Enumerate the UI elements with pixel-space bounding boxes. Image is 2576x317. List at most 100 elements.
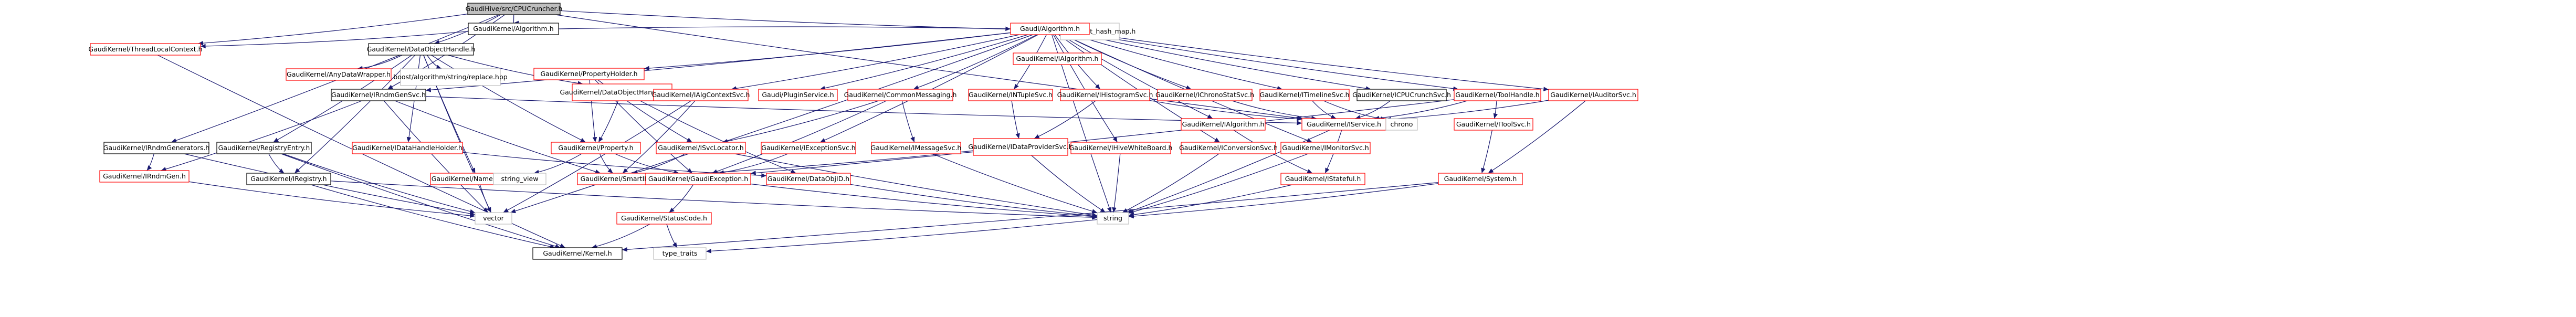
node-statuscode[interactable]: GaudiKernel/StatusCode.h bbox=[616, 212, 712, 225]
node-label-registryentry: GaudiKernel/RegistryEntry.h bbox=[218, 144, 310, 152]
edge-algorithm-to-ialgorithm2 bbox=[1060, 34, 1213, 119]
edge-dataobjhandle-to-boostreplace bbox=[427, 55, 442, 69]
edge-itoolsvc-to-gsystem bbox=[1481, 130, 1492, 174]
node-iservice[interactable]: GaudiKernel/IService.h bbox=[1301, 118, 1386, 131]
node-imessagesvc[interactable]: GaudiKernel/IMessageSvc.h bbox=[871, 142, 962, 154]
node-itimelinesvc[interactable]: GaudiKernel/ITimelineSvc.h bbox=[1259, 89, 1350, 101]
node-boostreplace: boost/algorithm/string/replace.hpp bbox=[393, 68, 508, 86]
node-registryentry[interactable]: GaudiKernel/RegistryEntry.h bbox=[216, 142, 312, 154]
node-propertyholder[interactable]: GaudiKernel/PropertyHolder.h bbox=[533, 68, 645, 80]
node-anydatawrapper[interactable]: GaudiKernel/AnyDataWrapper.h bbox=[286, 68, 392, 81]
node-galgorithm[interactable]: GaudiKernel/Algorithm.h bbox=[468, 23, 559, 35]
node-box-string bbox=[1097, 212, 1129, 225]
node-algorithm[interactable]: Gaudi/Algorithm.h bbox=[1010, 23, 1090, 35]
edge-irndmgen-to-vector bbox=[188, 181, 476, 218]
edge-statuscode-to-kernel bbox=[591, 224, 650, 249]
edge-iauditorsvc-to-gsystem bbox=[1488, 100, 1586, 174]
node-pluginservice[interactable]: Gaudi/PluginService.h bbox=[758, 89, 838, 101]
node-label-propertyholder: GaudiKernel/PropertyHolder.h bbox=[540, 70, 637, 78]
node-itoolsvc[interactable]: GaudiKernel/IToolSvc.h bbox=[1454, 118, 1533, 131]
edge-algorithm-to-iauditorsvc bbox=[1089, 33, 1549, 91]
node-label-pluginservice: Gaudi/PluginService.h bbox=[762, 91, 834, 99]
node-ihistogramsvc[interactable]: GaudiKernel/IHistogramSvc.h bbox=[1057, 89, 1153, 101]
node-box-boostreplace bbox=[400, 68, 501, 86]
node-property[interactable]: GaudiKernel/Property.h bbox=[551, 142, 641, 154]
node-layer: GaudiHive/src/CPUCruncher.hGaudiKernel/A… bbox=[88, 3, 1638, 260]
node-label-string_view: string_view bbox=[501, 175, 539, 183]
node-ichronostatsvc[interactable]: GaudiKernel/IChronoStatSvc.h bbox=[1155, 89, 1254, 101]
node-toolhandle[interactable]: GaudiKernel/ToolHandle.h bbox=[1454, 89, 1541, 101]
node-kernel[interactable]: GaudiKernel/Kernel.h bbox=[532, 247, 623, 260]
node-ihivewhiteboard[interactable]: GaudiKernel/IHiveWhiteBoard.h bbox=[1069, 142, 1173, 154]
node-label-type_traits: type_traits bbox=[663, 249, 698, 257]
node-istateful[interactable]: GaudiKernel/IStateful.h bbox=[1280, 173, 1365, 185]
node-idataprovidersvc[interactable]: GaudiKernel/IDataProviderSvc.h bbox=[968, 138, 1073, 156]
node-gaudiexception[interactable]: GaudiKernel/GaudiException.h bbox=[645, 173, 751, 185]
node-icpucrunchsvc[interactable]: GaudiKernel/ICPUCrunchSvc.h bbox=[1352, 89, 1451, 101]
node-irndmgenerators[interactable]: GaudiKernel/IRndmGenerators.h bbox=[103, 142, 209, 154]
node-imonitorsvc[interactable]: GaudiKernel/IMonitorSvc.h bbox=[1280, 142, 1371, 154]
node-iconversionsvc[interactable]: GaudiKernel/IConversionSvc.h bbox=[1179, 142, 1278, 154]
edge-ialgcontextsvc-to-vector bbox=[503, 100, 691, 213]
edge-gaudiexception-to-string bbox=[750, 183, 1098, 219]
node-box-string_view bbox=[493, 173, 546, 185]
edge-algorithm-to-icpucrunchsvc bbox=[1080, 34, 1371, 91]
edge-irndmgensvc-to-vector bbox=[383, 100, 489, 213]
node-label-ihistogramsvc: GaudiKernel/IHistogramSvc.h bbox=[1057, 91, 1153, 99]
edge-algorithm-to-commonmessaging bbox=[913, 34, 1037, 90]
node-box-isvclocator bbox=[656, 142, 746, 154]
node-dataobjid[interactable]: GaudiKernel/DataObjID.h bbox=[766, 173, 851, 185]
node-gsystem[interactable]: GaudiKernel/System.h bbox=[1438, 173, 1523, 185]
node-label-idataprovidersvc: GaudiKernel/IDataProviderSvc.h bbox=[968, 143, 1073, 151]
node-label-imessagesvc: GaudiKernel/IMessageSvc.h bbox=[871, 144, 962, 152]
node-iauditorsvc[interactable]: GaudiKernel/IAuditorSvc.h bbox=[1548, 89, 1638, 101]
node-label-ialgorithm: GaudiKernel/IAlgorithm.h bbox=[1016, 55, 1099, 62]
node-label-iregistry: GaudiKernel/IRegistry.h bbox=[250, 175, 327, 183]
node-box-iregistry bbox=[246, 173, 331, 185]
node-box-istateful bbox=[1280, 173, 1365, 185]
node-idatahandleholder[interactable]: GaudiKernel/IDataHandleHolder.h bbox=[352, 142, 463, 154]
node-box-idataprovidersvc bbox=[973, 138, 1068, 156]
node-label-ihivewhiteboard: GaudiKernel/IHiveWhiteBoard.h bbox=[1069, 144, 1173, 152]
node-box-idatahandleholder bbox=[352, 142, 463, 154]
node-box-gaudiexception bbox=[645, 173, 751, 185]
node-root[interactable]: GaudiHive/src/CPUCruncher.h bbox=[466, 3, 563, 15]
edge-iconversionsvc-to-string bbox=[1122, 153, 1219, 213]
node-box-property bbox=[551, 142, 641, 154]
node-box-irndmgensvc bbox=[331, 89, 426, 101]
edge-algorithm-to-ialgcontextsvc bbox=[731, 34, 1020, 91]
node-irndmgensvc[interactable]: GaudiKernel/IRndmGenSvc.h bbox=[331, 89, 426, 101]
edge-property-to-string_view bbox=[533, 153, 582, 175]
node-ialgorithm[interactable]: GaudiKernel/IAlgorithm.h bbox=[1013, 52, 1102, 65]
edge-string-to-type_traits bbox=[706, 219, 1098, 253]
node-label-istateful: GaudiKernel/IStateful.h bbox=[1285, 175, 1361, 183]
node-box-type_traits bbox=[653, 247, 707, 260]
node-iregistry[interactable]: GaudiKernel/IRegistry.h bbox=[246, 173, 331, 185]
node-smartif[interactable]: GaudiKernel/SmartIF.h bbox=[577, 173, 657, 185]
node-label-ialgcontextsvc: GaudiKernel/IAlgContextSvc.h bbox=[652, 91, 750, 99]
node-threadlocal[interactable]: GaudiKernel/ThreadLocalContext.h bbox=[88, 43, 203, 56]
node-label-threadlocal: GaudiKernel/ThreadLocalContext.h bbox=[88, 45, 202, 53]
node-ialgcontextsvc[interactable]: GaudiKernel/IAlgContextSvc.h bbox=[652, 89, 750, 101]
node-label-commonmessaging: GaudiKernel/CommonMessaging.h bbox=[844, 91, 957, 99]
node-ialgorithm2[interactable]: GaudiKernel/IAlgorithm.h bbox=[1181, 118, 1266, 131]
edge-irndmgensvc-to-smartif bbox=[394, 100, 601, 174]
node-isvclocator[interactable]: GaudiKernel/ISvcLocator.h bbox=[656, 142, 746, 154]
node-iexceptionsvc[interactable]: GaudiKernel/IExceptionSvc.h bbox=[761, 142, 856, 154]
node-box-root bbox=[467, 3, 561, 15]
edge-galgorithm-to-threadlocal bbox=[200, 31, 469, 49]
edge-dataobjhandle-to-iregistry bbox=[294, 55, 416, 174]
node-incidentsvc[interactable]: GaudiKernel/INTupleSvc.h bbox=[968, 89, 1053, 101]
node-box-gsystem bbox=[1438, 173, 1523, 185]
edge-ichronostatsvc-to-iservice bbox=[1232, 100, 1317, 121]
edge-algorithm-to-propertyholder bbox=[644, 32, 1011, 71]
node-commonmessaging[interactable]: GaudiKernel/CommonMessaging.h bbox=[844, 89, 957, 101]
edge-gsystem-to-kernel bbox=[622, 182, 1439, 252]
node-label-kernel: GaudiKernel/Kernel.h bbox=[543, 249, 612, 257]
node-dataobjhandle[interactable]: GaudiKernel/DataObjectHandle.h bbox=[367, 43, 476, 56]
edge-namedrange-to-vector bbox=[479, 184, 492, 213]
edge-iexceptionsvc-to-gaudiexception bbox=[719, 153, 788, 175]
edge-ihivewhiteboard-to-string bbox=[1112, 153, 1121, 213]
node-irndmgen[interactable]: GaudiKernel/IRndmGen.h bbox=[99, 170, 190, 183]
node-label-root: GaudiHive/src/CPUCruncher.h bbox=[466, 5, 563, 13]
